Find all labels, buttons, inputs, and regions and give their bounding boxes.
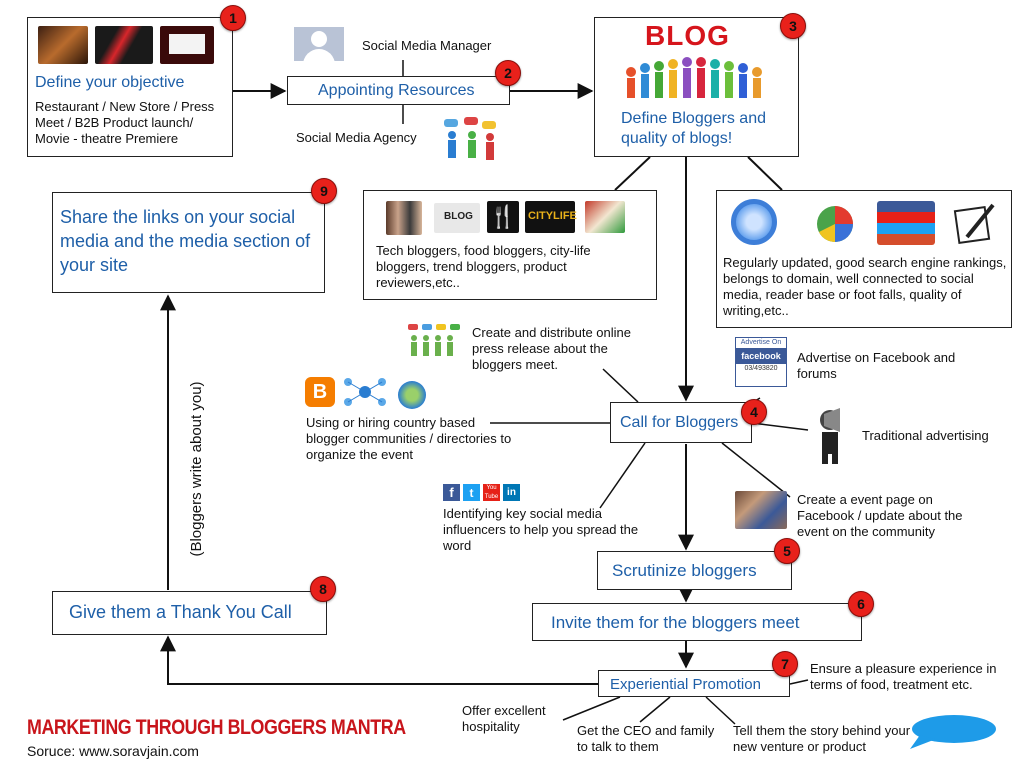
footer-source: Soruce: www.soravjain.com (27, 743, 199, 759)
step-4-title: Call for Bloggers (620, 414, 739, 431)
blogger-logo-icon: B (305, 377, 335, 407)
step-9-box: Share the links on your social media and… (52, 192, 325, 293)
network-icon (344, 378, 386, 406)
colorful-people-icon (626, 57, 762, 98)
blog-sign-text: BLOG (444, 211, 473, 222)
step-6-title: Invite them for the bloggers meet (551, 613, 800, 632)
step-5-badge: 5 (774, 538, 800, 564)
pie-chart-icon (817, 206, 853, 242)
step-3-title: Define Bloggers and quality of blogs! (621, 110, 766, 147)
step-1-title: Define your objective (35, 74, 185, 91)
people-network-icon (444, 117, 496, 160)
step-9-badge: 9 (311, 178, 337, 204)
facebook-icon: f (443, 484, 460, 501)
blogger-types-text: Tech bloggers, food bloggers, city-life … (376, 243, 591, 290)
step-1-badge: 1 (220, 5, 246, 31)
linkedin-icon: in (503, 484, 520, 501)
pleasure-experience-text: Ensure a pleasure experience in terms of… (810, 661, 997, 692)
footer-title: MARKETING THROUGH BLOGGERS MANTRA (27, 716, 406, 739)
user-avatar-icon (294, 27, 344, 61)
product-review-image (585, 201, 625, 233)
step-8-box: Give them a Thank You Call (52, 591, 327, 635)
ceo-family-text: Get the CEO and family to talk to them (577, 723, 715, 754)
globe-refresh-icon (731, 199, 777, 245)
communities-text: Using or hiring country based blogger co… (306, 415, 512, 462)
step-4-box: Call for Bloggers (610, 402, 752, 443)
facebook-ad-badge-line3: 03/493820 (744, 365, 778, 372)
press-release-text: Create and distribute online press relea… (472, 325, 631, 372)
bloggers-write-label: (Bloggers write about you) (188, 381, 205, 557)
facebook-ad-text: Advertise on Facebook and forums (797, 350, 956, 381)
step-5-box: Scrutinize bloggers (597, 551, 792, 590)
facebook-ad-badge: Advertise On facebook 03/493820 (735, 337, 787, 387)
step-1-box: Define your objective Restaurant / New S… (27, 17, 233, 157)
blogger-types-box: BLOG 🍴 CITYLIFE Tech bloggers, food blog… (363, 190, 657, 300)
blog-sign-image: BLOG (434, 203, 480, 233)
step-7-badge: 7 (772, 651, 798, 677)
city-life-logo: CITYLIFE (525, 201, 577, 233)
theatre-photo (160, 26, 214, 64)
globe-clock-icon (398, 381, 426, 409)
fork-knife-icon: 🍴 (487, 201, 519, 233)
restaurant-photo (38, 26, 88, 64)
influencers-text: Identifying key social media influencers… (443, 506, 639, 553)
speech-bubble-icon (910, 715, 996, 749)
facebook-event-screenshot (735, 491, 787, 529)
step-2-box: Appointing Resources (287, 76, 510, 105)
social-media-manager-label: Social Media Manager (362, 38, 492, 53)
step-7-box: Experiential Promotion (598, 670, 790, 697)
facebook-ad-badge-line2: facebook (736, 348, 786, 364)
press-release-people-icon (408, 324, 460, 356)
step-8-badge: 8 (310, 576, 336, 602)
step-2-badge: 2 (495, 60, 521, 86)
blog-quality-box: Regularly updated, good search engine ra… (716, 190, 1012, 328)
step-8-title: Give them a Thank You Call (69, 602, 292, 622)
story-text: Tell them the story behind your new vent… (733, 723, 911, 754)
step-9-title: Share the links on your social media and… (60, 207, 311, 275)
step-4-badge: 4 (741, 399, 767, 425)
step-2-title: Appointing Resources (318, 82, 475, 99)
step-6-badge: 6 (848, 591, 874, 617)
megaphone-man-icon (820, 408, 840, 464)
facebook-ad-badge-line1: Advertise On (740, 339, 782, 346)
step-1-text: Restaurant / New Store / Press Meet / B2… (35, 99, 215, 146)
twitter-icon: t (463, 484, 480, 501)
event-page-text: Create a event page on Facebook / update… (797, 492, 963, 539)
fashion-bloggers-image (386, 201, 422, 235)
writing-pen-icon (953, 203, 995, 245)
step-5-title: Scrutinize bloggers (612, 561, 757, 580)
blog-quality-text: Regularly updated, good search engine ra… (723, 255, 1007, 318)
step-7-title: Experiential Promotion (610, 676, 761, 693)
ribbon-cutting-photo (95, 26, 153, 64)
traditional-advertising-text: Traditional advertising (862, 428, 989, 443)
social-media-agency-label: Social Media Agency (296, 130, 417, 145)
blog-logo: BLOG (645, 20, 730, 51)
hospitality-text: Offer excellent hospitality (462, 703, 546, 734)
step-3-box: BLOG Define Bloggers and quality of blog… (594, 17, 799, 157)
city-life-text: CITYLIFE (528, 210, 577, 222)
step-6-box: Invite them for the bloggers meet (532, 603, 862, 641)
step-3-badge: 3 (780, 13, 806, 39)
social-logos-icon (877, 201, 935, 245)
